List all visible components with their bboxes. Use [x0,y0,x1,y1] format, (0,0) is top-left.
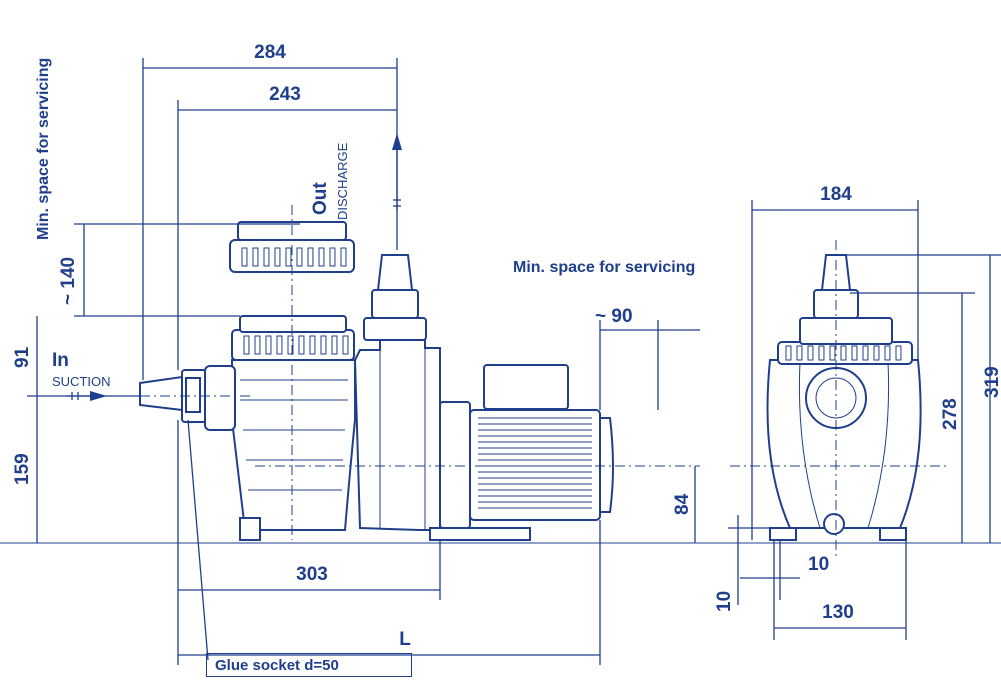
lid-tooth [340,247,347,267]
lid-tooth [862,345,869,361]
dim-L: L [399,629,411,650]
discharge-nozzle [363,254,427,341]
dim-90: ~ 90 [595,306,633,327]
lid-tooth [274,247,281,267]
dim-10-vertical: 10 [714,591,735,612]
dim-303: 303 [296,564,328,585]
in-label: In [52,350,69,371]
motor-fins [478,417,592,509]
lid-tooth [807,345,814,361]
suction-label: SUCTION [52,374,111,389]
front-ring-teeth [785,345,902,361]
lid-tooth [895,345,902,361]
lid-tooth [331,335,338,355]
glue-socket-label: Glue socket d=50 [215,657,339,674]
dim-130: 130 [822,602,854,623]
lid-tooth [884,345,891,361]
out-label: Out [310,182,331,215]
lid-tooth [298,335,305,355]
glue-socket-callout: Glue socket d=50 [206,653,412,677]
lid-ring-teeth [243,335,349,355]
lid-tooth [329,247,336,267]
lid-tooth [287,335,294,355]
dim-91: 91 [12,346,33,368]
lid-tooth [818,345,825,361]
dim-284: 284 [254,42,286,63]
lid-tooth [851,345,858,361]
lid-tooth [241,247,248,267]
dim-319: 319 [982,366,1001,398]
lid-tooth [252,247,259,267]
lid-tooth [265,335,272,355]
dim-184: 184 [820,184,852,205]
lid-tooth [785,345,792,361]
glue-socket-leader [187,419,209,661]
lid-tooth [342,335,349,355]
dim-243: 243 [269,84,301,105]
motor-base [239,517,531,541]
removed-lid-teeth [241,247,347,267]
dim-84: 84 [672,493,693,515]
dim-140: ~ 140 [58,257,79,305]
lid-tooth [320,335,327,355]
lid-tooth [829,345,836,361]
lid-tooth [263,247,270,267]
min-space-right-label: Min. space for servicing [513,259,695,276]
dim-159: 159 [12,453,33,485]
min-space-vertical-label: Min. space for servicing [35,58,52,240]
lid-tooth [254,335,261,355]
motor [439,364,614,529]
front-view-body [766,254,922,541]
lid-tooth [307,247,314,267]
lid-tooth [276,335,283,355]
prefilter-housing [231,359,356,531]
lid-tooth [840,345,847,361]
lid-tooth [285,247,292,267]
dim-10-horizontal: 10 [808,554,829,575]
lid-tooth [796,345,803,361]
dim-278: 278 [940,398,961,430]
lid-tooth [318,247,325,267]
lid-tooth [873,345,880,361]
lid-tooth [296,247,303,267]
pump-volute [353,329,441,531]
lid-tooth [309,335,316,355]
lid-tooth [243,335,250,355]
discharge-label: DISCHARGE [335,142,350,220]
